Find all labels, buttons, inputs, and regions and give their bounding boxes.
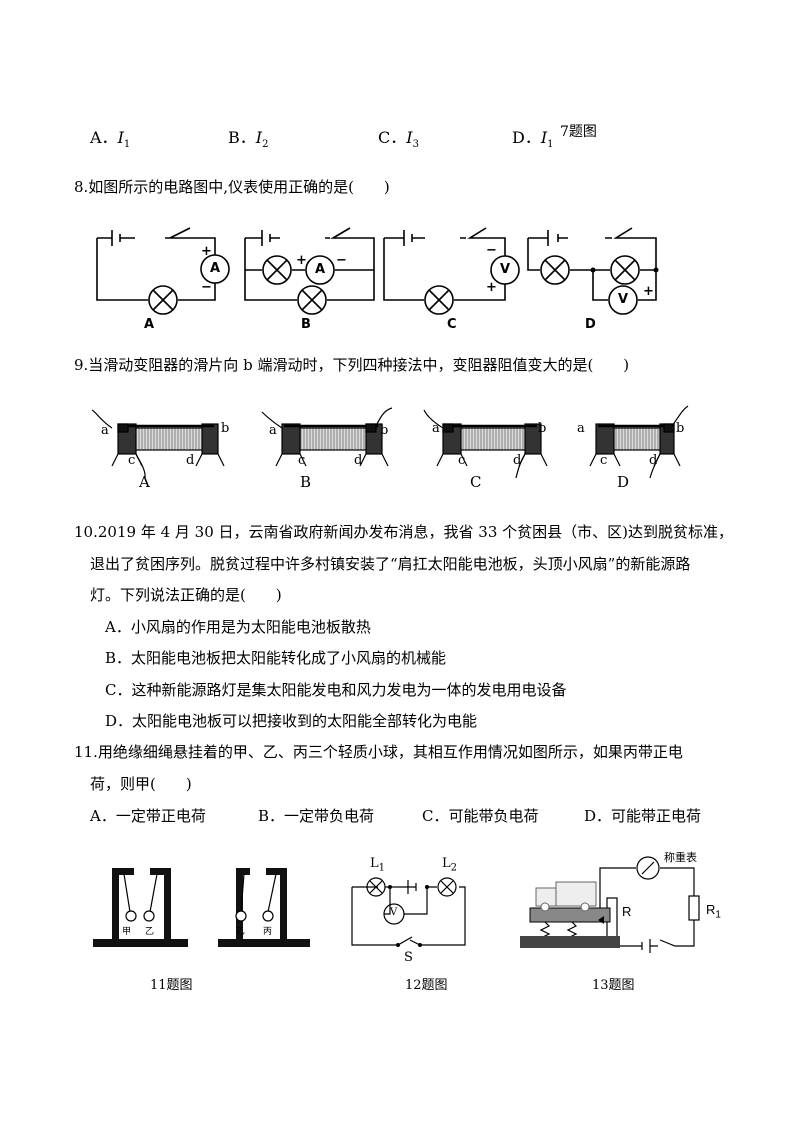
q9-d-terminal-b: b [676, 421, 685, 436]
option-var: I [540, 128, 548, 147]
q11-option-b: B．一定带负电荷 [258, 807, 375, 825]
q9-c-terminal-a: a [432, 421, 440, 436]
fig13-label-r: R [622, 904, 632, 919]
q10-stem-line-1: 10.2019 年 4 月 30 日，云南省政府新闻办发布消息，我省 33 个贫… [74, 523, 733, 541]
q8-d-plus-mark: + [643, 284, 654, 299]
fig12-label-l2: L2 [442, 856, 457, 874]
q10-stem-line-2: 退出了贫困序列。脱贫过程中许多村镇安装了“肩扛太阳能电池板，头顶小风扇”的新能源… [90, 555, 691, 573]
q8-a-plus-mark: + [201, 244, 212, 259]
option-sub: 1 [123, 139, 131, 151]
q8-a-minus-mark: − [201, 280, 212, 295]
q9-b-terminal-b: b [380, 423, 389, 438]
fig11-label-bing: 丙 [263, 927, 273, 937]
q9-a-terminal-a: a [101, 423, 109, 438]
q7-option-b: B．I2 [228, 124, 268, 150]
q8-c-voltmeter-symbol: V [500, 262, 511, 277]
label-text: L [442, 856, 451, 871]
q8-c-plus-mark: + [486, 280, 497, 295]
fig11-label-jia: 甲 [122, 927, 132, 937]
q8-b-plus-mark: + [296, 253, 307, 268]
option-var: I [406, 128, 413, 147]
fig13-label-r1: R1 [706, 902, 721, 921]
q9-label-b: B [300, 473, 312, 491]
option-var: I [117, 128, 124, 147]
q8-a-ammeter-symbol: A [210, 261, 221, 276]
q8-d-voltmeter-symbol: V [618, 292, 629, 307]
q9-d-terminal-d: d [649, 453, 658, 468]
option-letter: D． [512, 128, 541, 147]
q7-option-c: C．I3 [378, 124, 419, 150]
q11-option-d: D．可能带正电荷 [584, 807, 702, 825]
fig12-label-l1: L1 [370, 856, 385, 874]
q9-b-terminal-a: a [269, 423, 277, 438]
fig11-label-yi-right: 乙 [236, 927, 246, 937]
q11-option-a: A．一定带正电荷 [90, 807, 206, 825]
q11-stem-line-2: 荷，则甲( ) [90, 775, 192, 793]
fig12-voltmeter-symbol: V [390, 907, 398, 918]
q11-stem-line-1: 11.用绝缘细绳悬挂着的甲、乙、丙三个轻质小球，其相互作用情况如图所示，如果丙带… [74, 743, 683, 761]
q9-label-a: A [139, 473, 150, 491]
q8-stem: 8.如图所示的电路图中,仪表使用正确的是( ) [74, 178, 390, 196]
label-sub: 2 [450, 862, 458, 874]
q7-option-d: D．I1 [512, 124, 554, 150]
q9-a-terminal-d: d [186, 453, 195, 468]
q9-c-terminal-b: b [538, 421, 547, 436]
label-text: L [370, 856, 379, 871]
option-letter: A． [90, 128, 118, 147]
q9-a-terminal-b: b [221, 421, 230, 436]
option-letter: B． [228, 128, 256, 147]
q9-label-c: C [470, 473, 482, 491]
q8-c-minus-mark: − [486, 243, 497, 258]
q8-label-a: A [144, 317, 155, 332]
q9-b-terminal-d: d [354, 453, 363, 468]
q7-option-a: A．I1 [90, 124, 130, 150]
fig11-caption: 11题图 [150, 978, 193, 993]
q7-figure-label: 7题图 [560, 124, 597, 140]
fig11-label-yi-left: 乙 [145, 927, 155, 937]
q8-label-d: D [585, 317, 596, 332]
label-sub: 1 [378, 862, 386, 874]
q9-b-terminal-c: c [298, 453, 306, 468]
fig13-caption: 13题图 [592, 978, 635, 993]
q9-label-d: D [617, 473, 630, 491]
q9-d-terminal-a: a [577, 421, 585, 436]
label-sub: 1 [715, 909, 721, 921]
q9-d-terminal-c: c [600, 453, 608, 468]
q9-c-terminal-d: d [513, 453, 522, 468]
option-letter: C． [378, 128, 407, 147]
q8-label-b: B [301, 317, 311, 332]
option-var: I [255, 128, 263, 147]
q10-option-c: C．这种新能源路灯是集太阳能发电和风力发电为一体的发电用电设备 [105, 681, 567, 699]
q9-stem: 9.当滑动变阻器的滑片向 b 端滑动时，下列四种接法中，变阻器阻值变大的是( ) [74, 356, 630, 374]
q8-b-minus-mark: − [336, 253, 347, 268]
option-sub: 2 [262, 139, 269, 151]
q10-stem-line-3: 灯。下列说法正确的是( ) [90, 586, 282, 604]
q8-b-ammeter-symbol: A [315, 262, 326, 277]
option-sub: 3 [412, 139, 419, 151]
fig12-caption: 12题图 [405, 978, 448, 993]
label-text: R [706, 902, 716, 917]
q10-option-a: A．小风扇的作用是为太阳能电池板散热 [105, 618, 371, 636]
q8-label-c: C [447, 317, 457, 332]
option-sub: 1 [547, 139, 554, 151]
q10-option-b: B．太阳能电池板把太阳能转化成了小风扇的机械能 [105, 649, 447, 667]
q11-option-c: C．可能带负电荷 [422, 807, 539, 825]
fig12-label-s: S [404, 950, 413, 965]
fig13-meter-label: 称重表 [664, 851, 697, 864]
q9-c-terminal-c: c [458, 453, 466, 468]
q9-a-terminal-c: c [128, 453, 136, 468]
q10-option-d: D．太阳能电池板可以把接收到的太阳能全部转化为电能 [105, 712, 478, 730]
